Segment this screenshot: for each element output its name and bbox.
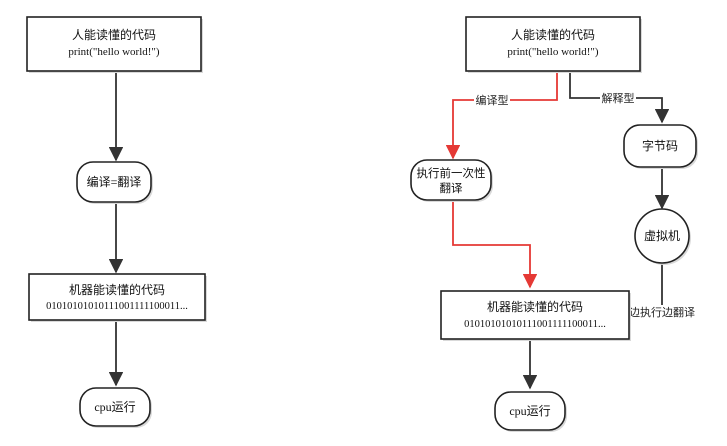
right-source-code: print("hello world!") [507, 46, 598, 58]
left-machine-title: 机器能读懂的代码 [69, 282, 165, 297]
right-source-title: 人能读懂的代码 [511, 27, 595, 42]
right-bytecode-node: 字节码 [623, 124, 698, 169]
right-run-node: cpu运行 [494, 391, 567, 432]
right-once-line2: 翻译 [440, 181, 463, 195]
left-source-node: 人能读懂的代码 print("hello world!") [26, 16, 203, 73]
right-machine-title: 机器能读懂的代码 [487, 299, 583, 314]
edge-vm-to-machine [630, 262, 663, 320]
right-bytecode-label: 字节码 [642, 138, 678, 153]
compiled-edge-label: 编译型 [476, 93, 509, 107]
right-machine-node: 机器能读懂的代码 01010101010111001111100011... [440, 290, 631, 341]
edge-once-to-machine [452, 200, 538, 289]
interpreted-edge-label: 解释型 [602, 91, 635, 105]
right-source-node: 人能读懂的代码 print("hello world!") [465, 16, 642, 73]
right-once-node: 执行前一次性 翻译 [410, 159, 493, 202]
left-run-label: cpu运行 [94, 400, 135, 414]
left-compile-node: 编译=翻译 [76, 161, 153, 204]
left-run-node: cpu运行 [79, 387, 152, 428]
right-once-line1: 执行前一次性 [417, 166, 486, 180]
left-machine-node: 机器能读懂的代码 01010101010111001111100011... [28, 273, 207, 322]
right-vm-node: 虚拟机 [634, 208, 691, 265]
right-run-label: cpu运行 [509, 404, 550, 418]
right-machine-binary: 01010101010111001111100011... [464, 319, 606, 330]
interpret-while-run-label: 边执行边翻译 [629, 305, 695, 319]
right-vm-label: 虚拟机 [644, 229, 680, 243]
edge-source-to-once [445, 72, 558, 160]
left-compile-label: 编译=翻译 [87, 174, 142, 189]
left-source-title: 人能读懂的代码 [72, 27, 156, 42]
left-machine-binary: 01010101010111001111100011... [46, 301, 188, 312]
left-source-code: print("hello world!") [68, 46, 159, 58]
